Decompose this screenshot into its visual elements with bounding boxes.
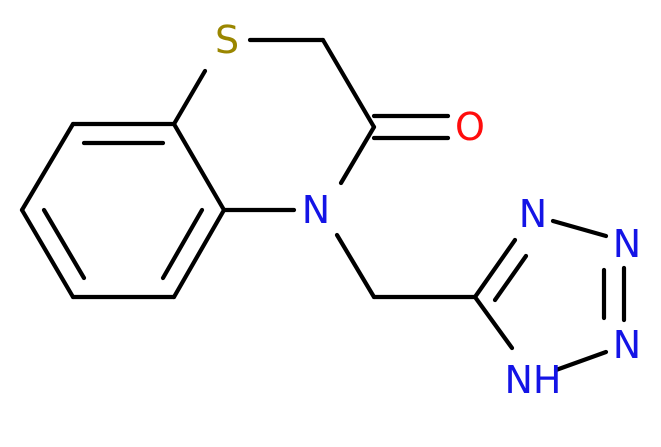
bond-tz-c-n4-double	[492, 253, 529, 303]
bond-inner-3	[160, 207, 205, 281]
sulfur-atom-label: S	[215, 18, 239, 62]
bond-tz-n4-n3	[550, 218, 609, 239]
bond-c3-c4	[19, 207, 76, 300]
bond-c6-c1	[171, 121, 227, 213]
tetrazole-nitrogen-n4-label: N	[519, 192, 547, 236]
bond-c2-c3	[19, 121, 76, 213]
tetrazole-nh-atom-label: NH	[505, 358, 562, 402]
bond-c1-s	[171, 68, 208, 127]
tetrazole-nitrogen-n3-label: N	[613, 222, 641, 266]
bond-co-n	[338, 124, 377, 186]
bond-tz-c-n4	[472, 237, 518, 300]
bonds	[19, 37, 627, 373]
bond-n-ch2	[334, 232, 377, 300]
bond-tz-n2-n1	[553, 349, 609, 373]
bond-ch2-co	[320, 37, 377, 130]
bond-tz-n1-c	[472, 294, 515, 351]
carbonyl-oxygen-atom-label: O	[455, 105, 485, 149]
ring-nitrogen-atom-label: N	[302, 188, 330, 232]
bond-c5-c6	[171, 207, 227, 300]
bond-inner-2	[41, 207, 87, 281]
atom-labels: S N O N N N NH	[215, 18, 641, 402]
tetrazole-nitrogen-n2-label: N	[613, 323, 641, 367]
